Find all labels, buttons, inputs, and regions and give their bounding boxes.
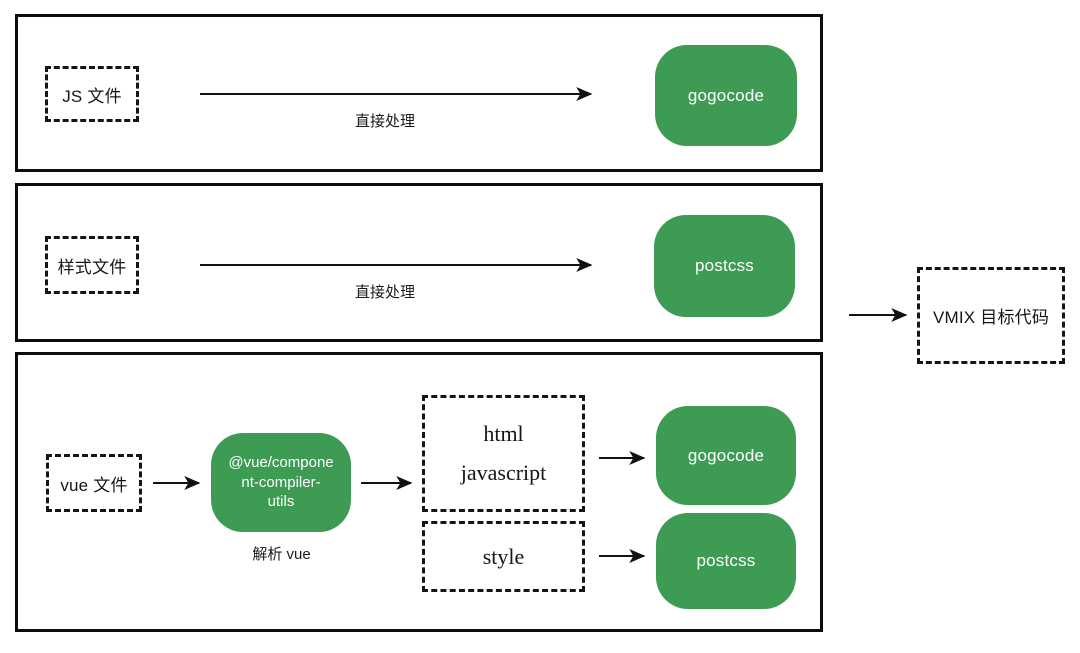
arrow-label-style-direct: 直接处理 — [354, 284, 415, 301]
node-gogocode-vue-label: gogocode — [687, 445, 765, 465]
node-style-block-label: style — [482, 543, 525, 569]
node-vue-compiler-utils-line1: @vue/compone — [228, 453, 334, 471]
caption-parse-vue: 解析 vue — [252, 546, 311, 563]
node-html-javascript-line2: javascript — [460, 460, 547, 485]
node-vue-file: vue 文件 — [46, 454, 142, 512]
node-vmix-target-label: VMIX 目标代码 — [932, 308, 1050, 327]
node-html-javascript-line1: html — [483, 421, 524, 446]
node-js-file-label: JS 文件 — [62, 86, 122, 106]
node-vue-compiler-utils-line2: nt-compiler- — [241, 473, 321, 491]
node-js-file: JS 文件 — [45, 66, 139, 122]
node-postcss-style: postcss — [654, 215, 795, 317]
node-postcss-vue: postcss — [656, 513, 796, 609]
node-html-javascript: html javascript — [422, 395, 585, 512]
node-gogocode-js-label: gogocode — [687, 85, 765, 105]
node-gogocode-vue: gogocode — [656, 406, 796, 505]
node-postcss-vue-label: postcss — [696, 551, 756, 570]
node-postcss-style-label: postcss — [694, 256, 755, 275]
node-vue-compiler-utils-line3: utils — [267, 493, 295, 511]
node-style-block: style — [422, 521, 585, 592]
node-vue-file-label: vue 文件 — [60, 475, 128, 495]
arrow-label-js-direct: 直接处理 — [354, 113, 415, 130]
node-style-file-label: 样式文件 — [57, 257, 127, 277]
node-gogocode-js: gogocode — [655, 45, 797, 146]
node-vmix-target: VMIX 目标代码 — [917, 267, 1065, 364]
node-vue-compiler-utils: @vue/compone nt-compiler- utils — [211, 433, 351, 532]
node-style-file: 样式文件 — [45, 236, 139, 294]
